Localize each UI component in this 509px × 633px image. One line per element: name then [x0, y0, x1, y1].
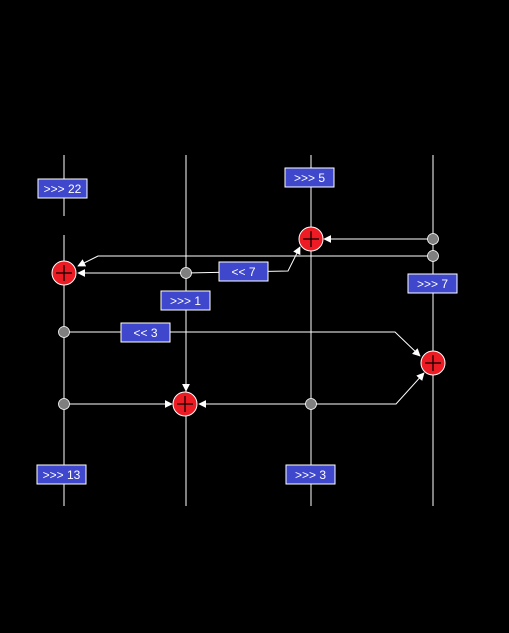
xor-gate-left: [51, 260, 77, 286]
wire-lane1-shl3-to-xor-right: [64, 331, 421, 357]
svg-text:>>> 5: >>> 5: [294, 171, 325, 185]
wire-lane3-to-xor-right: [311, 372, 425, 405]
svg-text:>>> 22: >>> 22: [44, 182, 82, 196]
svg-text:<< 7: << 7: [231, 265, 255, 279]
branch-node-lane4-upper: [427, 233, 439, 245]
op-box-rotate-5: >>> 5: [284, 167, 335, 188]
svg-text:>>> 3: >>> 3: [295, 468, 326, 482]
op-box-rotate-1: >>> 1: [160, 290, 211, 311]
xor-gate-right: [420, 350, 446, 376]
op-box-shift-left-3: << 3: [120, 322, 171, 343]
svg-text:>>> 13: >>> 13: [43, 468, 81, 482]
branch-node-lane2: [180, 267, 192, 279]
branch-node-lane1-upper: [58, 326, 70, 338]
xor-gate-bottom: [172, 391, 198, 417]
wire-lane4-to-xor-left-upper: [77, 255, 433, 267]
branch-node-lane4-lower: [427, 250, 439, 262]
op-box-rotate-13: >>> 13: [36, 464, 87, 485]
op-box-shift-left-7: << 7: [218, 261, 269, 282]
svg-text:>>> 7: >>> 7: [417, 277, 448, 291]
branch-node-lane1-lower: [58, 398, 70, 410]
branch-node-lane3: [305, 398, 317, 410]
op-box-rotate-22: >>> 22: [37, 178, 88, 199]
xor-gate-top: [298, 226, 324, 252]
svg-text:<< 3: << 3: [133, 326, 157, 340]
op-box-rotate-7: >>> 7: [407, 273, 458, 294]
svg-text:>>> 1: >>> 1: [170, 294, 201, 308]
op-box-rotate-3: >>> 3: [285, 464, 336, 485]
